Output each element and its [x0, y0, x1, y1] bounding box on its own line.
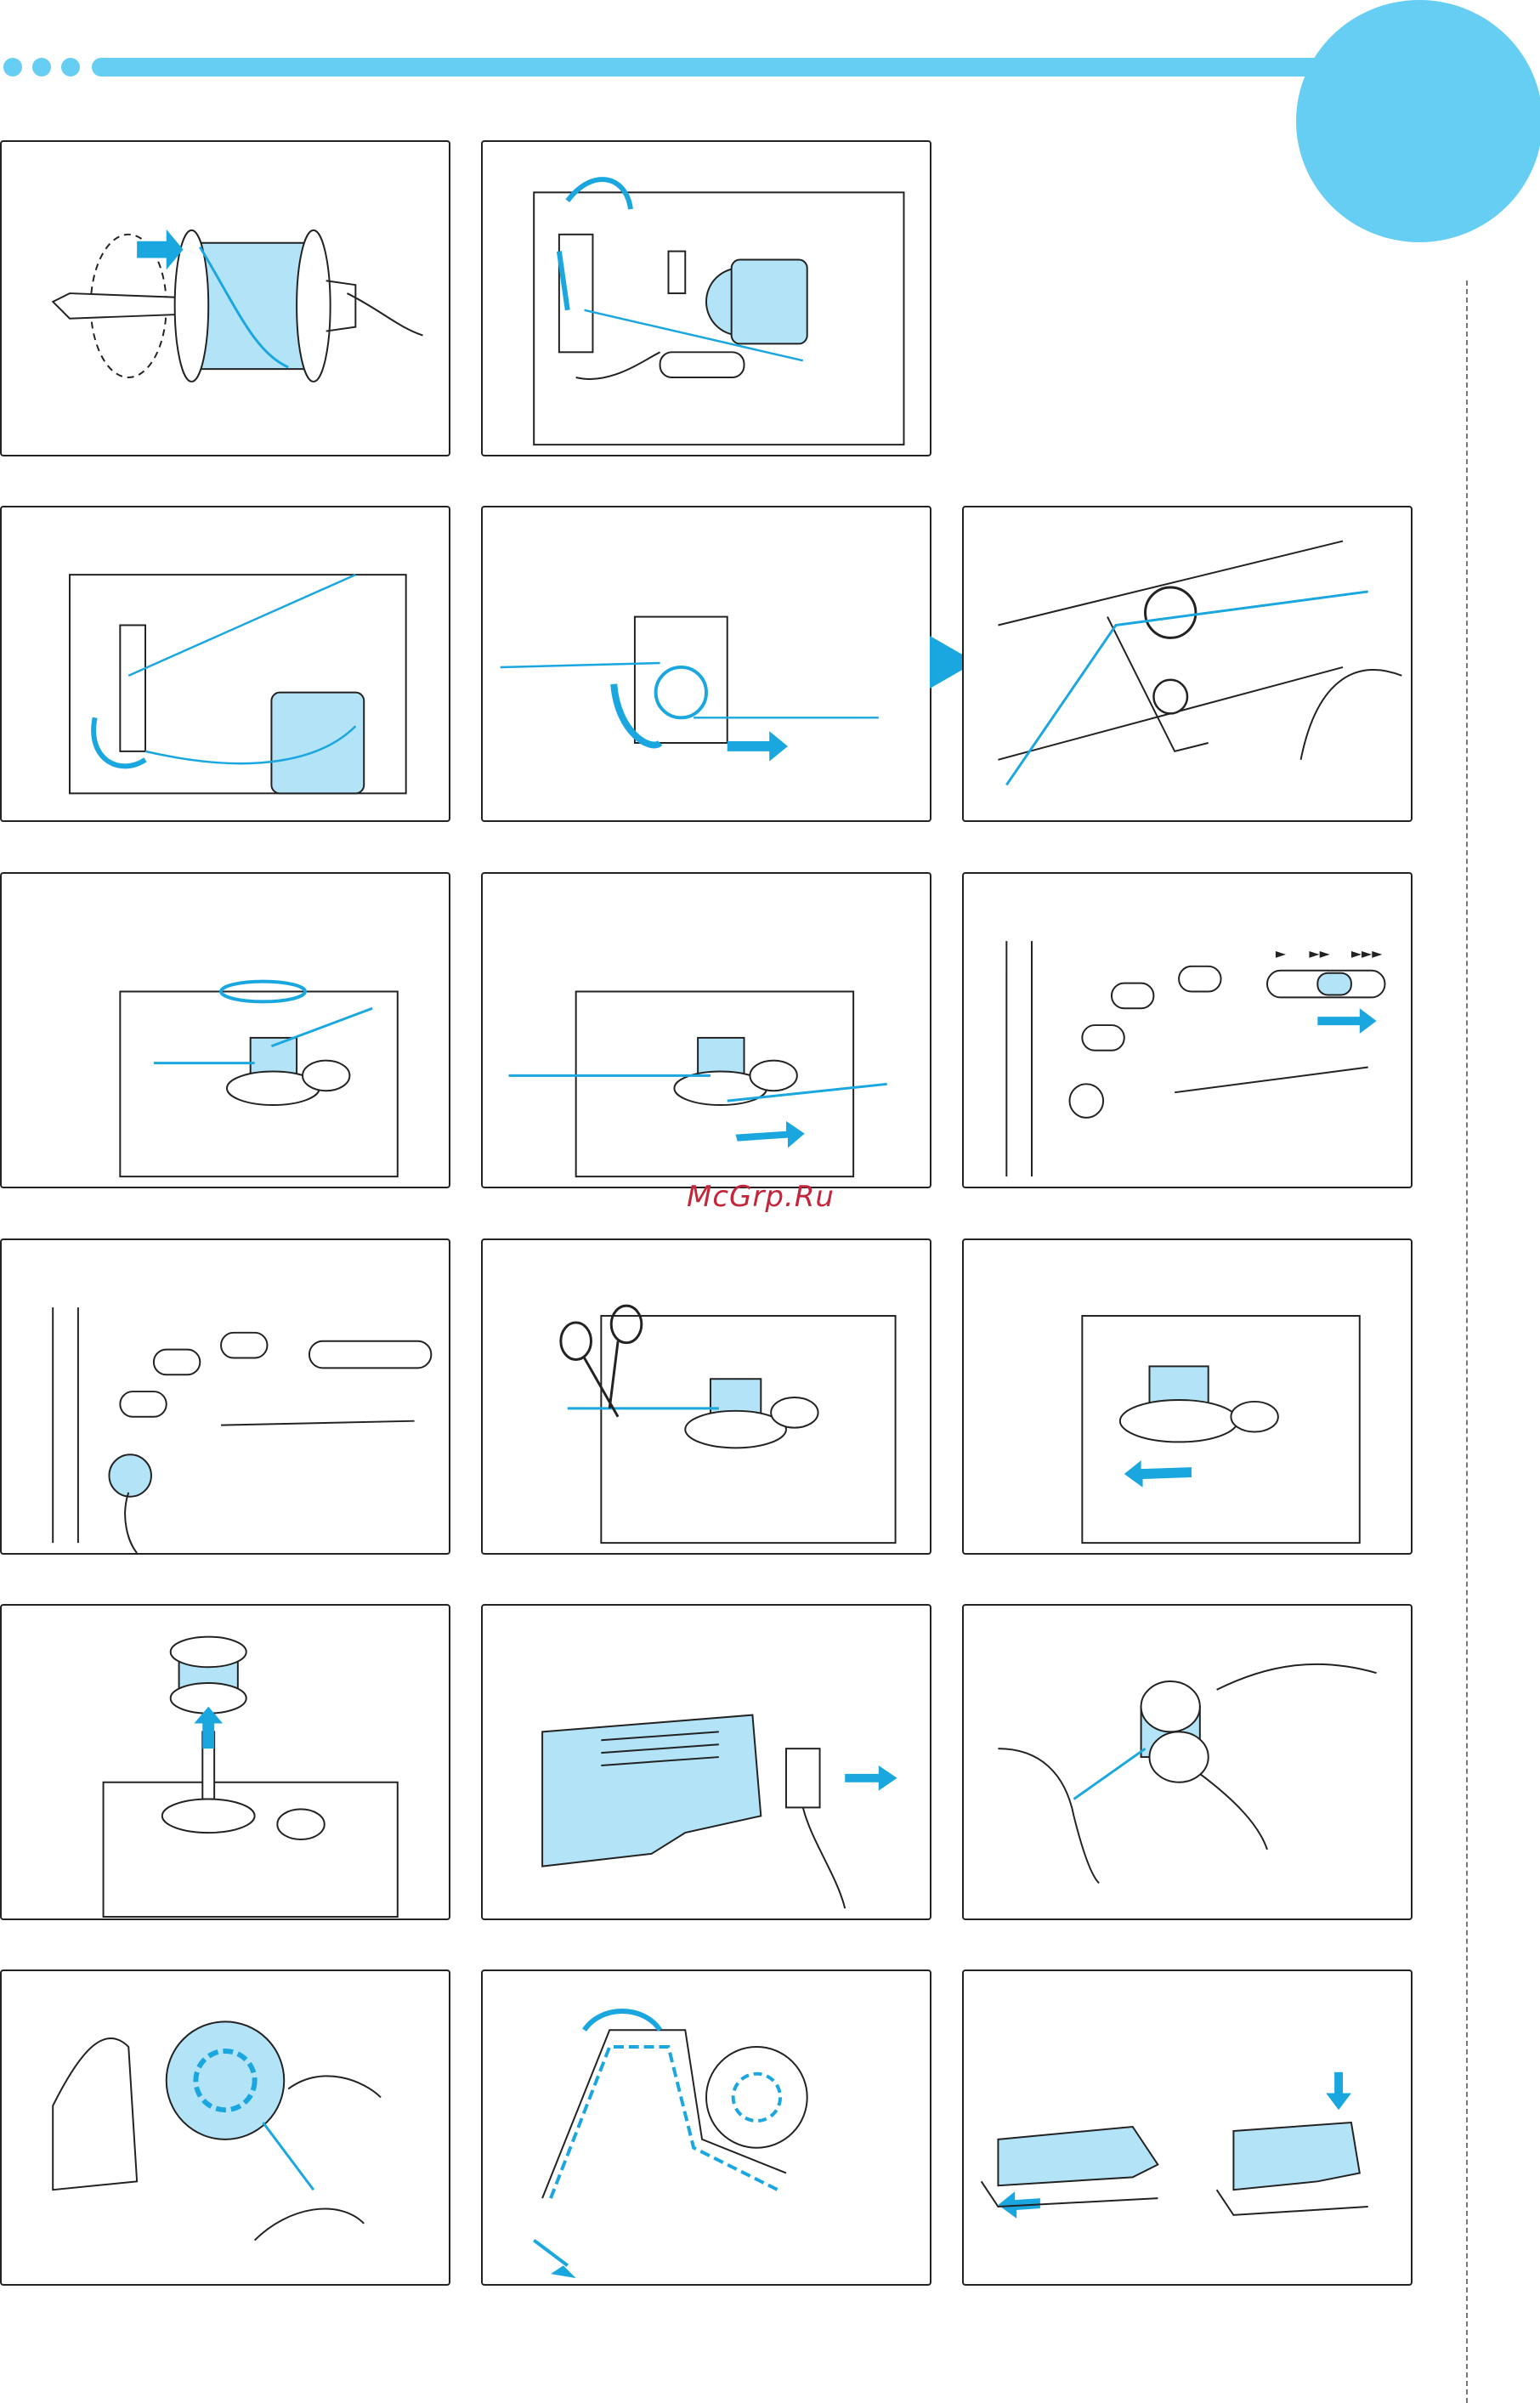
panel-wrap-thread-on-bobbin	[0, 872, 450, 1188]
panel-cut-thread-scissors	[481, 1238, 931, 1555]
watermark-text: McGrp.Ru	[687, 1180, 835, 1214]
panel-speed-slider-set: ► ►► ►►►	[962, 872, 1413, 1188]
panel-bobbin-winder-right	[481, 872, 931, 1188]
margin-dashed-line	[1466, 281, 1468, 2403]
header-bar	[92, 58, 1350, 77]
panel-move-winder-left	[962, 1238, 1413, 1555]
header-dot	[61, 58, 80, 77]
panel-slide-cover-plate-open	[481, 1604, 931, 1920]
panel-thread-through-guide-hook	[962, 506, 1413, 822]
panel-close-cover-plate	[962, 1969, 1413, 2286]
panel-spool-on-pin	[0, 140, 450, 456]
panel-hold-bobbin	[962, 1604, 1413, 1920]
panel-thread-around-guide	[0, 506, 450, 822]
panel-remove-bobbin	[0, 1604, 450, 1920]
panel-tension-disc-wind	[481, 506, 931, 822]
header-dot	[3, 58, 22, 77]
header-dot	[32, 58, 51, 77]
panel-insert-bobbin-case	[0, 1969, 450, 2286]
speed-label-medium: ►►	[1309, 945, 1330, 961]
panel-press-start-button	[0, 1238, 450, 1555]
speed-label-fast: ►►►	[1351, 945, 1383, 961]
chapter-circle	[1296, 0, 1540, 242]
panel-thread-guide-pass	[481, 140, 931, 456]
speed-label-slow: ►	[1276, 945, 1287, 961]
panel-guide-thread-path	[481, 1969, 931, 2286]
